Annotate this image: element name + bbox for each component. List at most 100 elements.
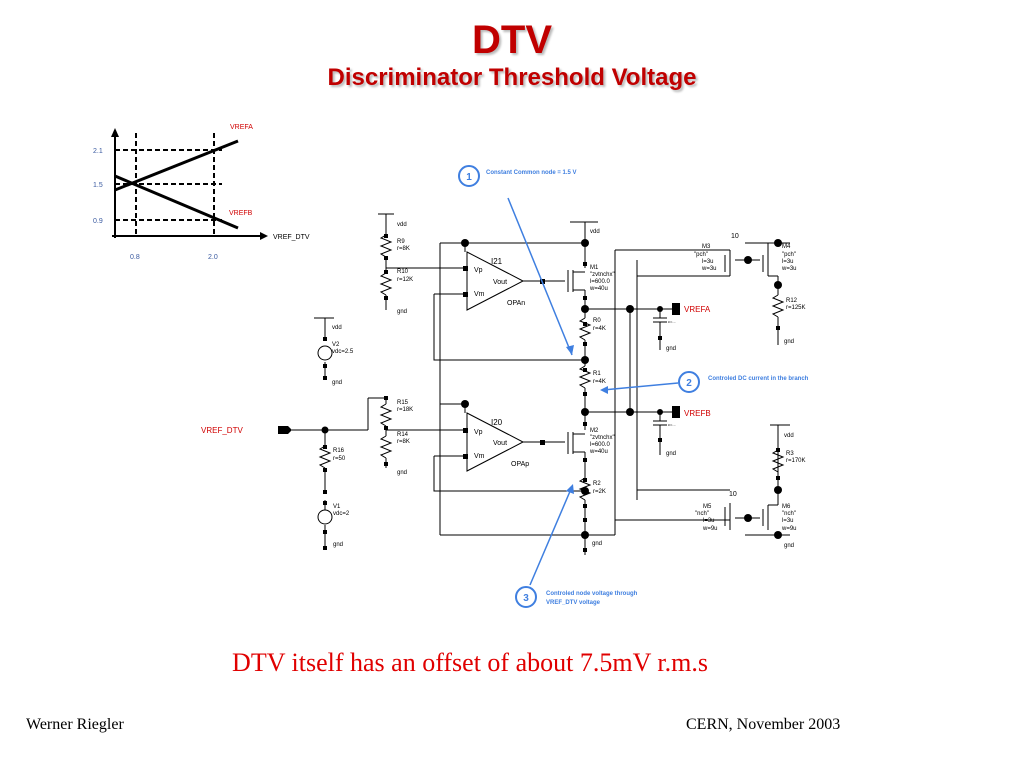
callout-3-circle (515, 586, 537, 608)
label-r2-value: r=2K (593, 489, 606, 495)
label-r14-name: R14 (397, 432, 409, 438)
label-opamp-top-name: I21 (491, 257, 503, 266)
label-r9-name: R9 (397, 239, 405, 245)
label-m1-w: w=40u (589, 286, 608, 292)
label-m2-model: "zvtnchx" (590, 435, 615, 441)
label-gnd-m6: gnd (784, 543, 794, 549)
graph-label-vrefa: VREFA (230, 124, 253, 131)
label-m3-w: w=3u (701, 266, 717, 272)
label-gnd-cap-bottom: gnd (666, 451, 676, 457)
label-gnd-main: gnd (592, 541, 602, 547)
schematic-labels: vdd R9 r=8K R10 r=12K gnd vdd V2 vdc=2.5… (201, 222, 806, 549)
label-m2-w: w=40u (589, 449, 608, 455)
graph-x-tick-0-8: 0.8 (130, 254, 140, 261)
slide-subtitle: Discriminator Threshold Voltage (327, 64, 697, 91)
graph-x-axis-arrow (260, 232, 268, 240)
label-r10-value: r=12K (397, 277, 413, 283)
label-m3-model: "pch" (694, 252, 708, 258)
label-gnd-v2: gnd (332, 380, 342, 386)
callout-1-arrow (507, 197, 573, 356)
callout-3-number: 3 (523, 593, 529, 604)
label-m5-name: M5 (703, 504, 712, 510)
dtv-schematic (278, 213, 790, 555)
label-opamp-top-vm: Vm (474, 291, 485, 298)
graph-y-tick-2-1: 2.1 (93, 148, 103, 155)
graph-y-tick-0-9: 0.9 (93, 218, 103, 225)
opamp-top (434, 239, 565, 311)
mirror-bottom (615, 424, 790, 539)
label-gnd-cap-top: gnd (666, 346, 676, 352)
label-vdd-main: vdd (590, 229, 600, 235)
footer-author: Werner Riegler (26, 716, 124, 733)
threshold-graph: VREFA VREFB VREF_DTV 2.1 1.5 0.9 0.8 2.0 (93, 124, 310, 261)
label-m5-w: w=9u (702, 526, 718, 532)
label-vdd-r3: vdd (784, 433, 794, 439)
label-opamp-bottom-type: OPAp (511, 461, 529, 468)
graph-y-axis-arrow (111, 128, 119, 137)
label-v2-name: V2 (332, 342, 340, 348)
label-opamp-top-type: OPAn (507, 300, 525, 307)
label-v1-value: vdc=2 (333, 511, 350, 517)
callout-2-arrowhead (600, 386, 608, 394)
label-m3-l: l=3u (702, 259, 714, 265)
label-m4-w: w=3u (781, 266, 797, 272)
graph-x-axis-label: VREF_DTV (273, 234, 310, 241)
callout-1-text: Constant Common node = 1.5 V (486, 170, 577, 176)
label-opamp-bottom-name: I20 (491, 418, 503, 427)
label-opamp-bottom-vm: Vm (474, 453, 485, 460)
label-opamp-bottom-vp: Vp (474, 429, 483, 436)
label-m1-model: "zvtnchx" (590, 272, 615, 278)
callout-3-arrowhead (566, 484, 574, 494)
label-vdd-v2: vdd (332, 325, 342, 331)
label-gnd-r10: gnd (397, 309, 407, 315)
callout-1: 1 Constant Common node = 1.5 V (458, 165, 577, 356)
graph-line-vrefb (114, 174, 239, 230)
callout-1-number: 1 (466, 172, 472, 183)
main-branch (567, 221, 598, 552)
label-m6-name: M6 (782, 504, 791, 510)
label-output-vrefa: VREFA (684, 305, 711, 314)
callout-3-text-line1: Controled node voltage through (546, 591, 638, 597)
label-r16-value: r=50 (333, 456, 346, 462)
label-cap-top: c=... (668, 319, 676, 324)
mirror-top (615, 239, 790, 345)
callout-3-text-line2: VREF_DTV voltage (546, 600, 601, 606)
label-r15-value: r=18K (397, 407, 413, 413)
label-m5-model: "nch" (695, 511, 709, 517)
label-r12-name: R12 (786, 298, 798, 304)
slide-title: DTV (472, 18, 552, 62)
label-r10-name: R10 (397, 269, 409, 275)
graph-x-tick-2-0: 2.0 (208, 254, 218, 261)
divider-r15-r14 (379, 396, 460, 468)
label-r0-name: R0 (593, 318, 601, 324)
label-m6-l: l=3u (782, 518, 794, 524)
label-r9-value: r=8K (397, 246, 410, 252)
label-v2-value: vdc=2.5 (332, 349, 354, 355)
label-m5-l: l=3u (703, 518, 715, 524)
callout-3-arrow (529, 488, 572, 586)
callout-2-number: 2 (686, 378, 692, 389)
callout-1-circle (458, 165, 480, 187)
slide-caption: DTV itself has an offset of about 7.5mV … (232, 648, 708, 677)
label-opamp-top-vout: Vout (493, 279, 507, 286)
callout-1-arrowhead (566, 345, 574, 355)
label-m1-name: M1 (590, 265, 599, 271)
label-r1-name: R1 (593, 371, 601, 377)
label-r3-value: r=170K (786, 458, 806, 464)
label-m6-w: w=9u (781, 526, 797, 532)
label-output-vrefb: VREFB (684, 409, 711, 418)
output-taps (585, 250, 680, 535)
label-opamp-bottom-vout: Vout (493, 440, 507, 447)
label-input-vref-dtv: VREF_DTV (201, 426, 243, 435)
label-r14-value: r=8K (397, 439, 410, 445)
label-m6-model: "nch" (782, 511, 796, 517)
label-m4-l: l=3u (782, 259, 794, 265)
label-vdd-r9: vdd (397, 222, 407, 228)
label-v1-name: V1 (333, 504, 341, 510)
label-m4-model: "pch" (782, 252, 796, 258)
label-r3-name: R3 (786, 451, 794, 457)
label-r1-value: r=4K (593, 379, 606, 385)
footer-venue-date: CERN, November 2003 (686, 716, 841, 733)
graph-line-vrefa (114, 139, 239, 192)
callout-2-text: Controled DC current in the branch (708, 376, 809, 382)
